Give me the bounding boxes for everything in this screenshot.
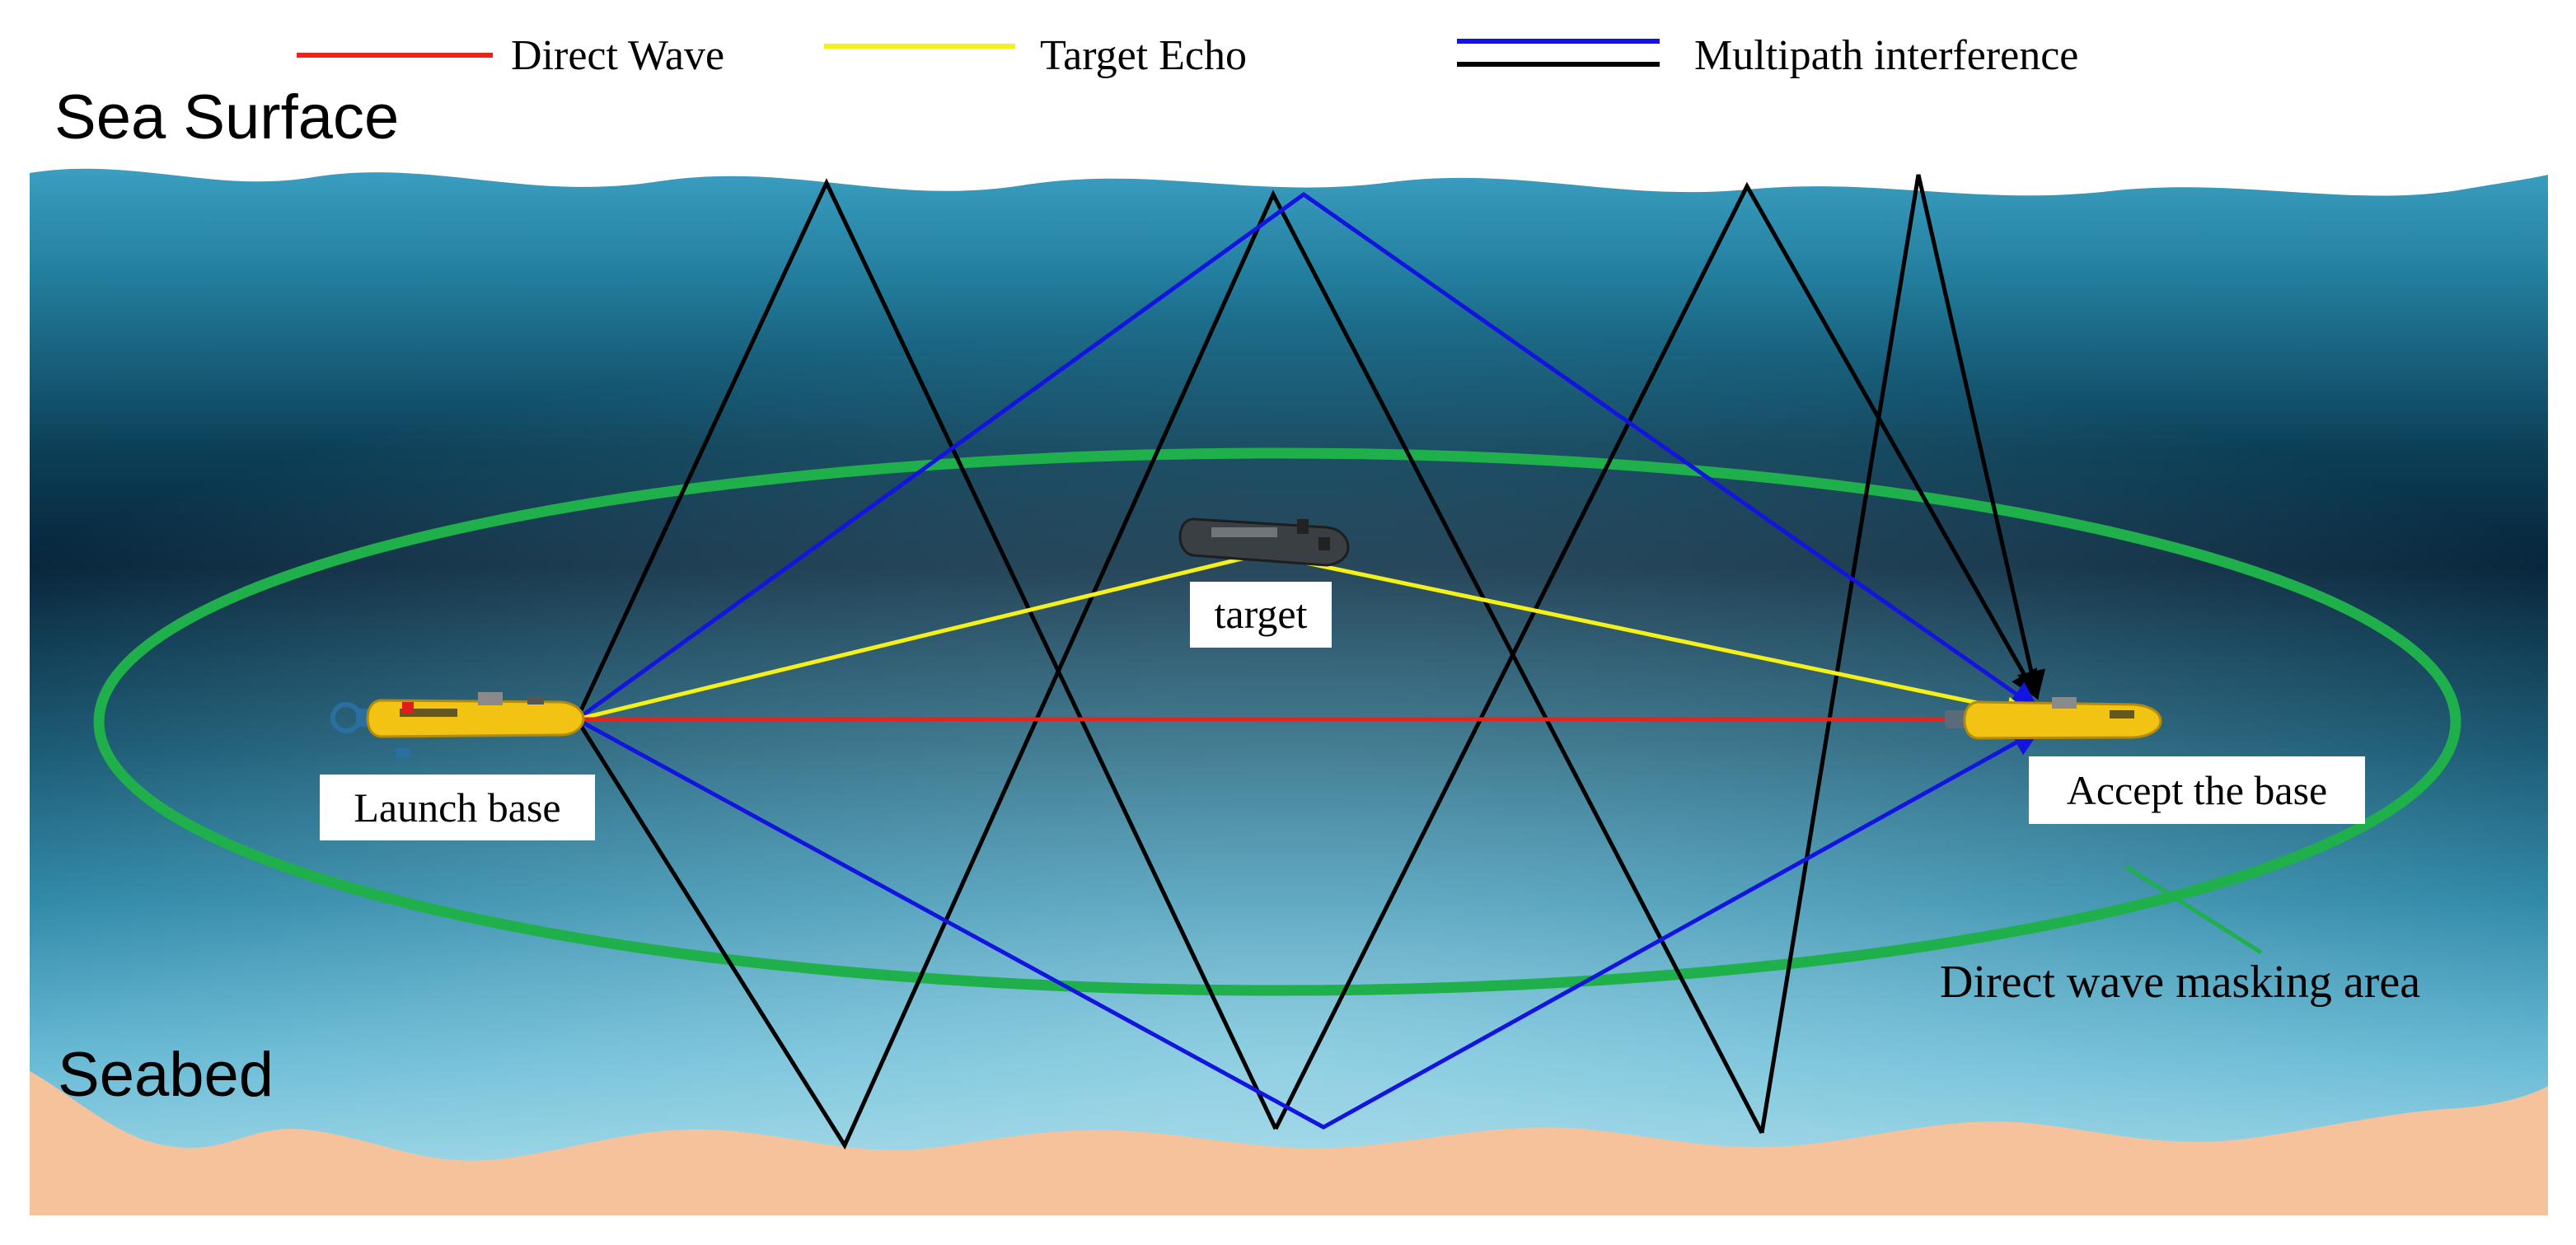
- legend: Direct Wave Target Echo Multipath interf…: [297, 32, 2078, 79]
- blue-path-upper: [575, 191, 2040, 722]
- black-path-2: [574, 190, 1764, 1150]
- legend-label-multipath: Multipath interference: [1694, 32, 2078, 79]
- accept-base-label: Accept the base: [2067, 767, 2328, 813]
- blue-multipath-paths: [575, 191, 2042, 1130]
- legend-label-direct-wave: Direct Wave: [511, 32, 724, 79]
- black-multipath-paths: [574, 174, 2046, 1150]
- water-light-shafts: [30, 168, 2548, 1216]
- seabed-sand: [30, 1071, 2548, 1215]
- direct-wave-masking-ellipse: [93, 447, 2461, 996]
- black-path-1: [574, 178, 1278, 1130]
- sea-surface-label: Sea Surface: [54, 82, 399, 152]
- black-path-4: [1759, 174, 2046, 1134]
- seabed-label: Seabed: [58, 1040, 274, 1110]
- black-path-3: [1273, 181, 2040, 1130]
- masking-area-pointer: [2124, 864, 2263, 955]
- torpedo-target-icon: [1178, 517, 1350, 567]
- masking-area-label: Direct wave masking area: [1940, 957, 2420, 1008]
- target-label-box: target: [1190, 582, 1332, 648]
- blue-path-lower: [575, 717, 2042, 1130]
- legend-label-target-echo: Target Echo: [1040, 32, 1247, 79]
- auv-receiver-icon: [1945, 697, 2162, 740]
- target-label: target: [1215, 591, 1308, 637]
- auv-launch-icon: [330, 692, 585, 758]
- accept-base-label-box: Accept the base: [2029, 756, 2365, 824]
- launch-base-label: Launch base: [354, 784, 560, 831]
- launch-base-label-box: Launch base: [320, 775, 595, 840]
